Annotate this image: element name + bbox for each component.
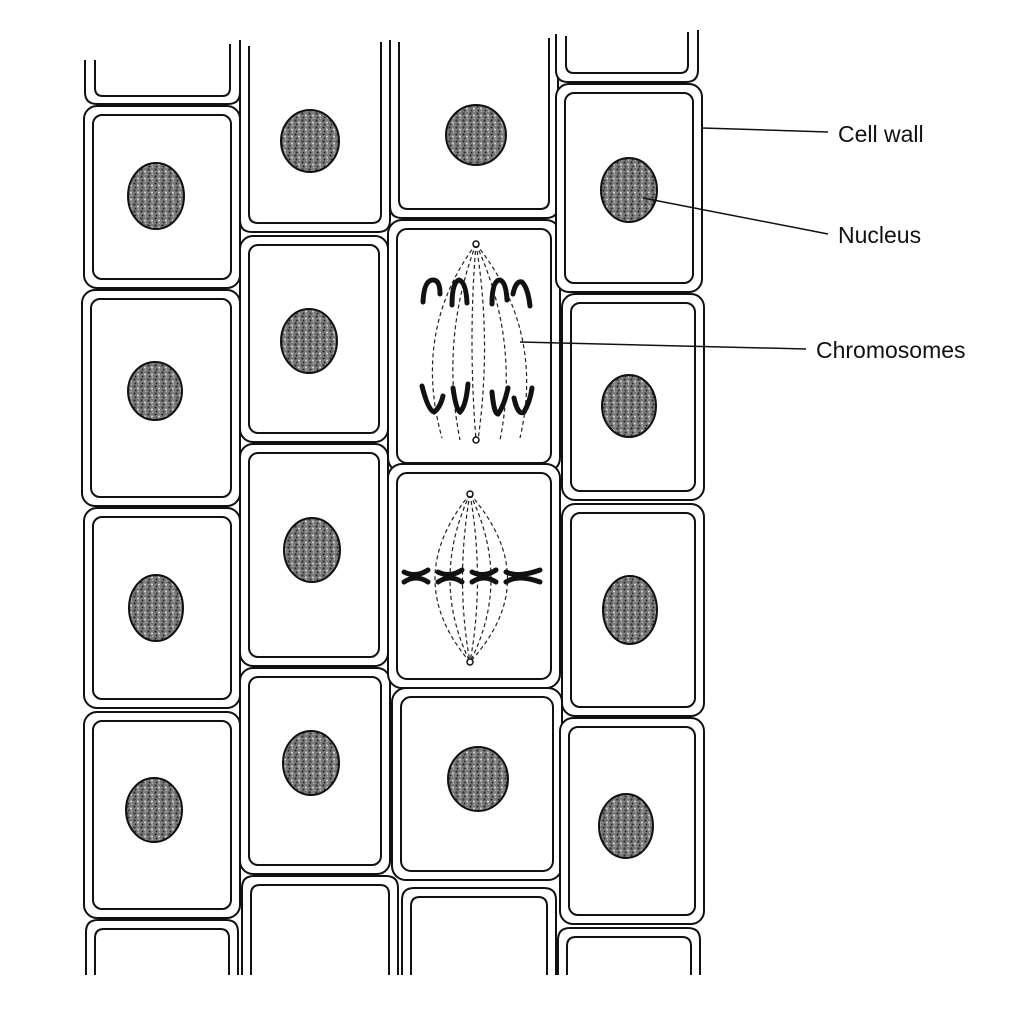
spindle-pole bbox=[466, 490, 474, 498]
chromosomes-metaphase bbox=[401, 567, 543, 585]
spindle-pole bbox=[466, 658, 474, 666]
chromosomes-anaphase bbox=[419, 277, 535, 417]
chromosome bbox=[469, 567, 499, 578]
cell-wall-col1-bottom-inner bbox=[94, 928, 230, 975]
chromosome bbox=[503, 567, 543, 578]
chromosome bbox=[489, 385, 511, 417]
cell-wall-col2-bottom bbox=[241, 875, 399, 975]
chromosomes-leader bbox=[519, 341, 807, 350]
cell-wall-col2-bottom-inner bbox=[250, 884, 390, 975]
cell-wall-col3-bottom-inner bbox=[410, 896, 548, 975]
nucleus-label: Nucleus bbox=[838, 222, 921, 248]
leader-lines bbox=[519, 127, 829, 350]
cell-wall-col3-bottom bbox=[401, 887, 557, 975]
chromosome bbox=[449, 277, 470, 308]
nucleus bbox=[601, 374, 657, 438]
cell-wall-col4-top-inner bbox=[565, 32, 689, 74]
cell-wall-col1-top-inner bbox=[94, 44, 231, 97]
cell-col3-anaphase-inner bbox=[396, 228, 552, 464]
nucleus-leader bbox=[642, 197, 829, 235]
cell-wall-col4-bottom bbox=[557, 927, 701, 975]
cell-col3-metaphase-inner bbox=[396, 472, 552, 680]
chromosome bbox=[489, 277, 510, 307]
cell-wall-leader bbox=[701, 127, 829, 133]
nucleus bbox=[602, 575, 658, 645]
cell-wall-col1-bottom bbox=[85, 919, 239, 975]
spindle-pole bbox=[472, 240, 480, 248]
chromosomes-label: Chromosomes bbox=[816, 337, 966, 363]
cell-wall-col2-top-inner bbox=[248, 42, 382, 224]
chromosome bbox=[503, 575, 543, 585]
chromosome bbox=[510, 279, 533, 309]
cell-wall-col3-top-inner bbox=[398, 38, 550, 210]
nuclei bbox=[125, 104, 658, 859]
chromosome bbox=[435, 567, 465, 578]
cell-wall-col4-top bbox=[555, 30, 699, 83]
chromosome bbox=[450, 381, 471, 416]
nucleus bbox=[280, 308, 338, 374]
chromosome bbox=[401, 567, 431, 578]
nucleus bbox=[127, 361, 183, 421]
nucleus bbox=[125, 777, 183, 843]
nucleus bbox=[445, 104, 507, 166]
nucleus bbox=[598, 793, 654, 859]
spindle-pole bbox=[472, 436, 480, 444]
nucleus bbox=[447, 746, 509, 812]
chromosome bbox=[435, 575, 465, 585]
chromosome bbox=[401, 575, 431, 585]
nucleus bbox=[283, 517, 341, 583]
chromosome bbox=[419, 383, 446, 415]
cell-wall-label: Cell wall bbox=[838, 121, 924, 147]
chromosome bbox=[420, 277, 443, 305]
nucleus bbox=[282, 730, 340, 796]
chromosome bbox=[511, 385, 535, 416]
nucleus bbox=[127, 162, 185, 230]
chromosome bbox=[469, 575, 499, 585]
nucleus bbox=[128, 574, 184, 642]
nucleus bbox=[600, 157, 658, 223]
nucleus bbox=[280, 109, 340, 173]
cell-wall-col1-top bbox=[84, 40, 241, 105]
cell-wall-col4-bottom-inner bbox=[566, 936, 692, 975]
